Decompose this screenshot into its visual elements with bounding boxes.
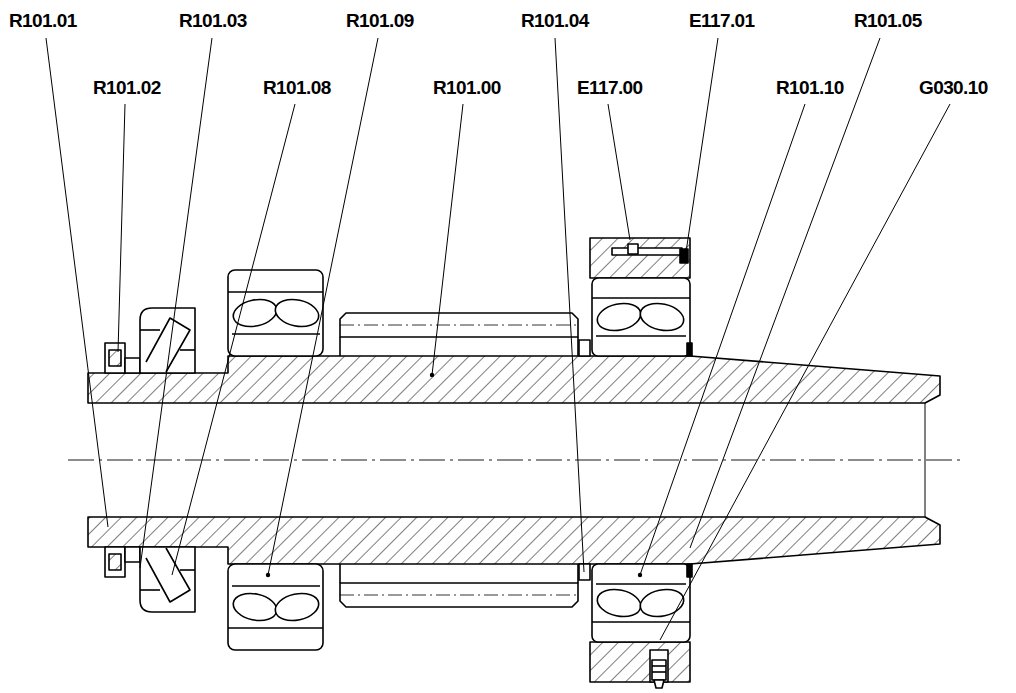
callout-number: R101.00 [432, 77, 502, 99]
callout-number: R101.04 [520, 10, 590, 32]
callout-number: R101.10 [775, 77, 845, 99]
spacer [125, 547, 140, 562]
lock-nut [105, 547, 125, 577]
grease-nipple [652, 660, 666, 688]
lock-nut [105, 343, 125, 373]
callout-number: R101.05 [853, 10, 923, 32]
gear [340, 313, 578, 607]
retaining-ring [579, 340, 590, 356]
callout-number: R101.09 [345, 10, 415, 32]
shaft-wall [88, 356, 940, 403]
bearing-housing [590, 238, 690, 682]
snap-ring [687, 564, 692, 577]
callout-number: R101.02 [92, 77, 162, 99]
retaining-ring [579, 564, 590, 580]
callout-number: R101.01 [8, 10, 78, 32]
callout-number: R101.03 [178, 10, 248, 32]
spacer [125, 358, 140, 373]
shaft-wall [88, 517, 940, 564]
callout-number: G030.10 [918, 77, 989, 99]
angular-bearing [140, 308, 195, 612]
callout-number: R101.08 [262, 77, 332, 99]
roller-bearing [228, 270, 323, 650]
roller-bearing [592, 278, 690, 642]
callout-number: E117.00 [576, 77, 644, 99]
callout-number: E117.01 [688, 10, 756, 32]
snap-ring [687, 343, 692, 356]
leader-lines [46, 38, 950, 640]
